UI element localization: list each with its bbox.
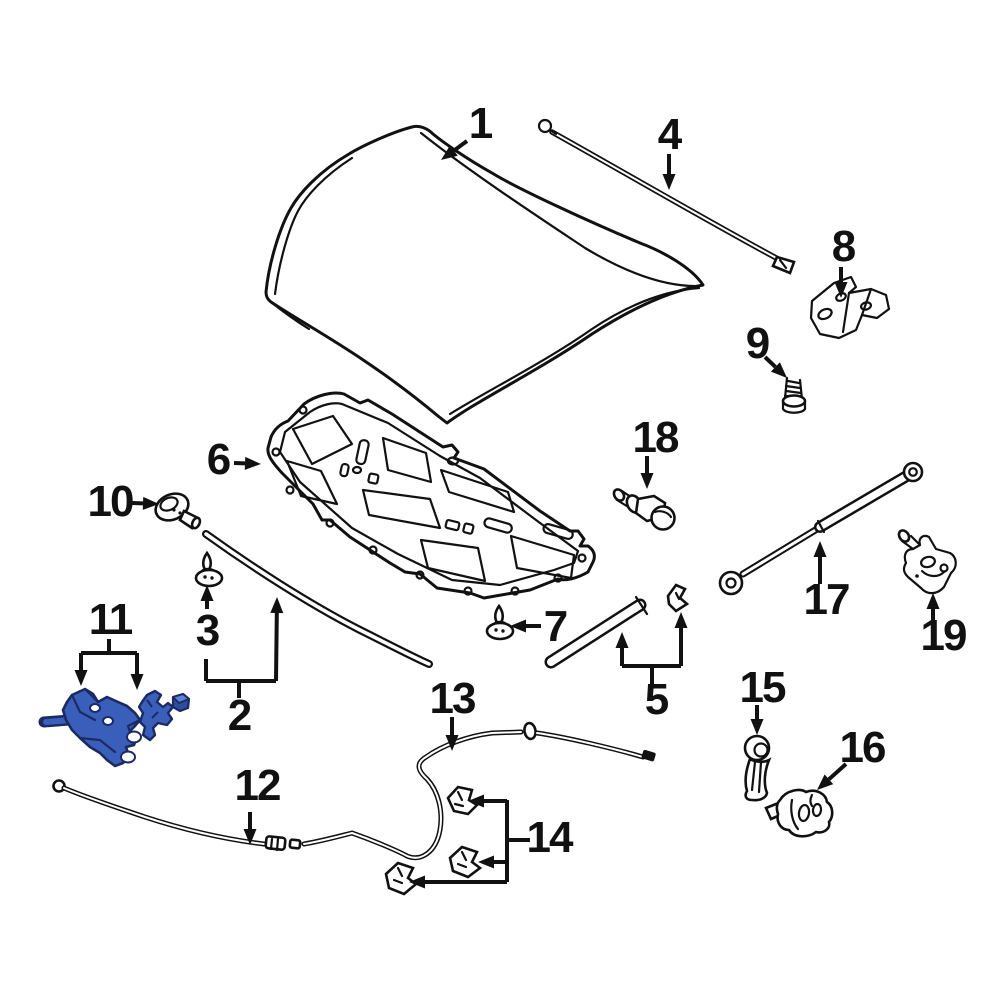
part-grommet-clip <box>154 492 202 530</box>
part-lift-strut <box>718 461 924 596</box>
part-cowl-seal <box>544 583 690 669</box>
part-bracket-19 <box>897 529 957 595</box>
part-hood-latch-highlighted <box>38 687 191 768</box>
part-hood-panel <box>264 124 705 425</box>
part-prop-rod <box>537 118 796 275</box>
part-release-cable-rear <box>301 721 656 861</box>
part-clip-3 <box>194 550 224 588</box>
part-release-cable-front <box>52 779 302 852</box>
part-weatherstrip <box>202 530 433 668</box>
part-hinge-bolt <box>781 376 807 414</box>
part-insulator-pad <box>266 391 596 600</box>
part-clip-7 <box>485 603 515 641</box>
part-latch-16 <box>764 788 834 838</box>
part-cable-clips <box>384 785 483 896</box>
part-release-handle <box>743 734 772 802</box>
part-hood-bumper <box>612 488 676 531</box>
callout-leader-lines <box>74 139 940 889</box>
part-hinge-bracket <box>809 275 891 340</box>
